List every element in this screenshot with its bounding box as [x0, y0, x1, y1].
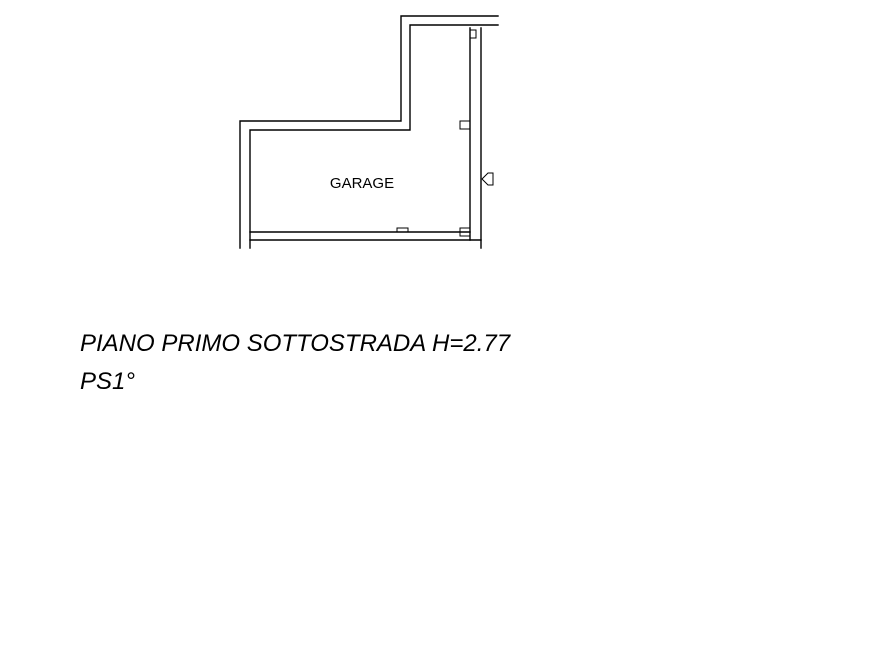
- pillar-middle: [459, 120, 470, 130]
- inner-wall: [249, 24, 499, 249]
- pillar-top: [470, 29, 477, 39]
- floor-caption-title: PIANO PRIMO SOTTOSTRADA H=2.77: [80, 330, 511, 357]
- outer-wall: [239, 15, 499, 249]
- room-label-garage: GARAGE: [330, 175, 394, 192]
- entrance-arrow-icon: [481, 172, 494, 186]
- wall-notch: [396, 227, 409, 232]
- floor-caption-code: PS1°: [80, 368, 135, 395]
